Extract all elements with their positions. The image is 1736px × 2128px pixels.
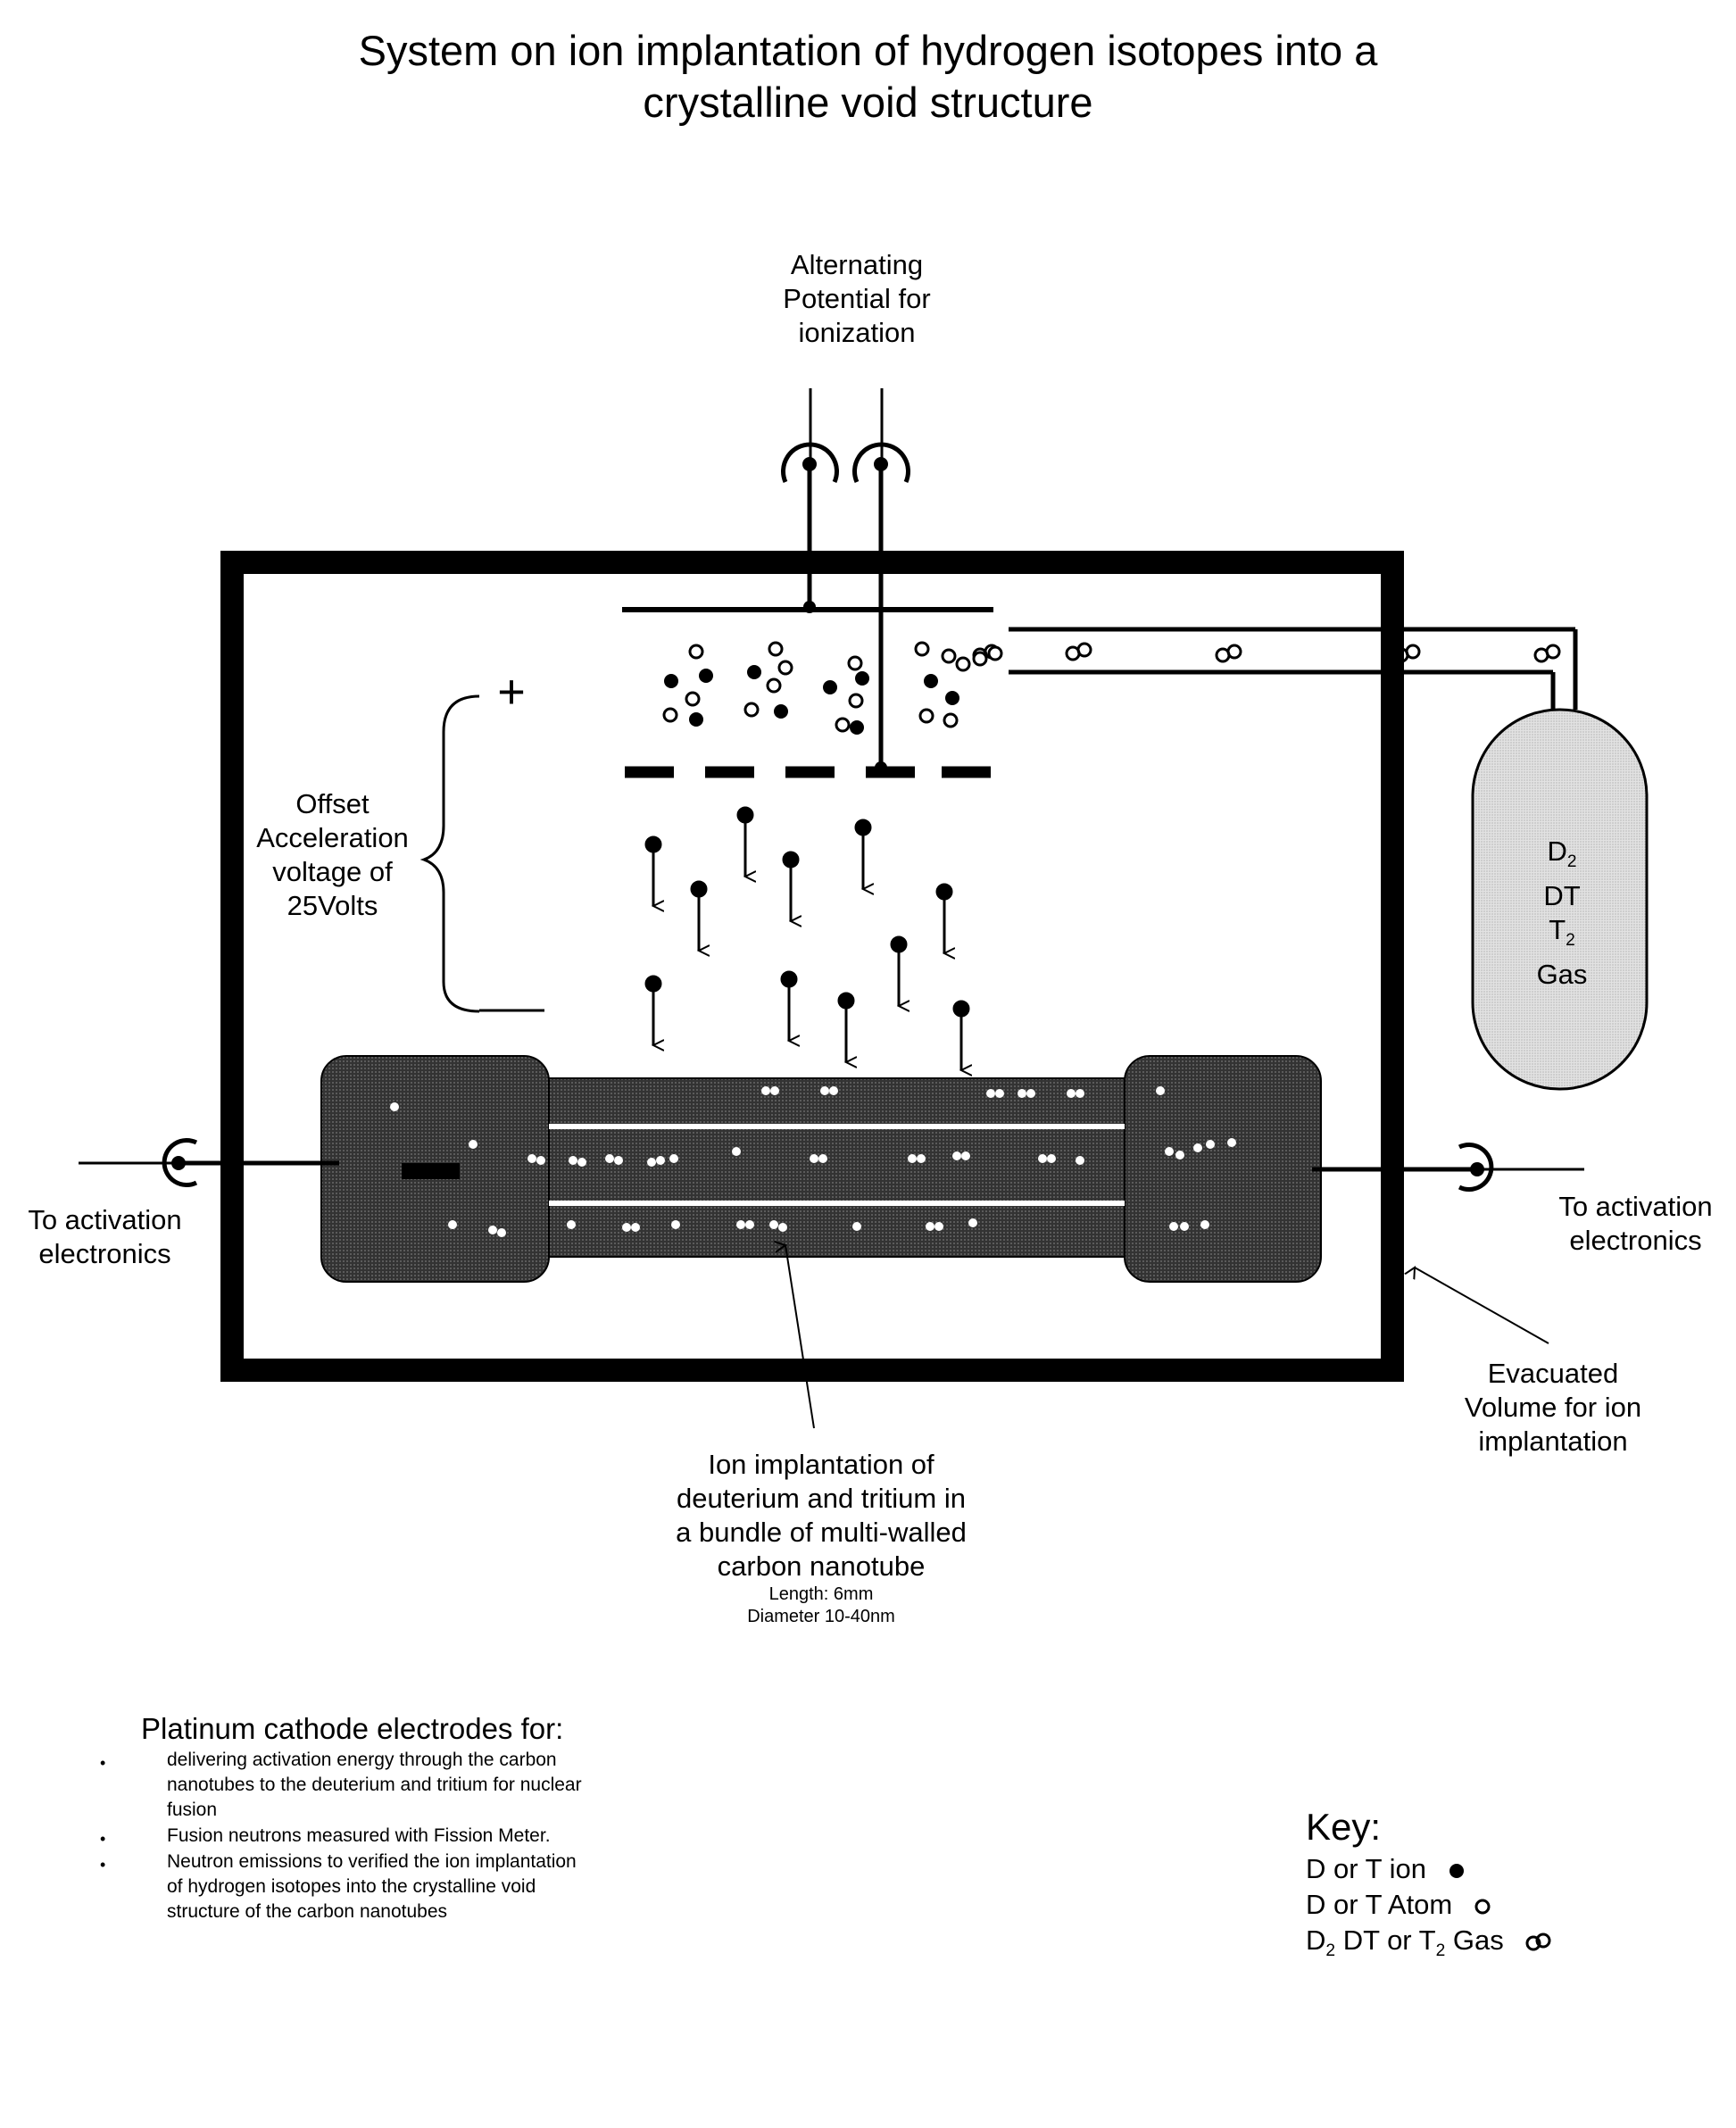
- accelerated-ions: [646, 808, 968, 1070]
- list-item: •Neutron emissions to verified the ion i…: [94, 1850, 594, 1924]
- alternating-potential-label: Alternating Potential for ionization: [741, 248, 973, 350]
- evacuated-pointer: [1415, 1268, 1549, 1343]
- activation-left-label: To activation electronics: [4, 1203, 205, 1271]
- cathode-right: [1125, 1056, 1321, 1282]
- activation-right-label: To activation electronics: [1535, 1190, 1736, 1258]
- implantation-label: Ion implantation of deuterium and tritiu…: [652, 1448, 991, 1628]
- evacuated-volume-label: Evacuated Volume for ion implantation: [1433, 1357, 1674, 1459]
- key-ion: D or T ion: [1306, 1852, 1466, 1886]
- voltage-brace: [424, 696, 479, 1011]
- plus-sign: +: [480, 665, 543, 719]
- list-item: •delivering activation energy through th…: [94, 1748, 594, 1823]
- key-title: Key:: [1306, 1806, 1381, 1849]
- key-atom: D or T Atom: [1306, 1888, 1492, 1922]
- offset-voltage-label: Offset Acceleration voltage of 25Volts: [241, 787, 424, 923]
- gas-molecule-icon: [1524, 1933, 1554, 1952]
- list-item: •Fusion neutrons measured with Fission M…: [94, 1824, 594, 1849]
- ion-icon: [1447, 1861, 1466, 1881]
- key-gas: D2 DT or T2 Gas: [1306, 1924, 1554, 1968]
- platinum-heading: Platinum cathode electrodes for:: [141, 1711, 563, 1747]
- implantation-pointer: [785, 1245, 814, 1428]
- diameter-label: Diameter 10-40nm: [652, 1606, 991, 1628]
- platinum-list: •delivering activation energy through th…: [94, 1748, 594, 1925]
- atom-icon: [1473, 1897, 1492, 1916]
- gas-tank-label: D2 DT T2 Gas: [1499, 835, 1624, 992]
- gas-molecule-icon: [974, 644, 1559, 661]
- nanotube-bundle: [321, 1056, 1321, 1282]
- ion-cloud: [664, 643, 1001, 735]
- length-label: Length: 6mm: [652, 1584, 991, 1606]
